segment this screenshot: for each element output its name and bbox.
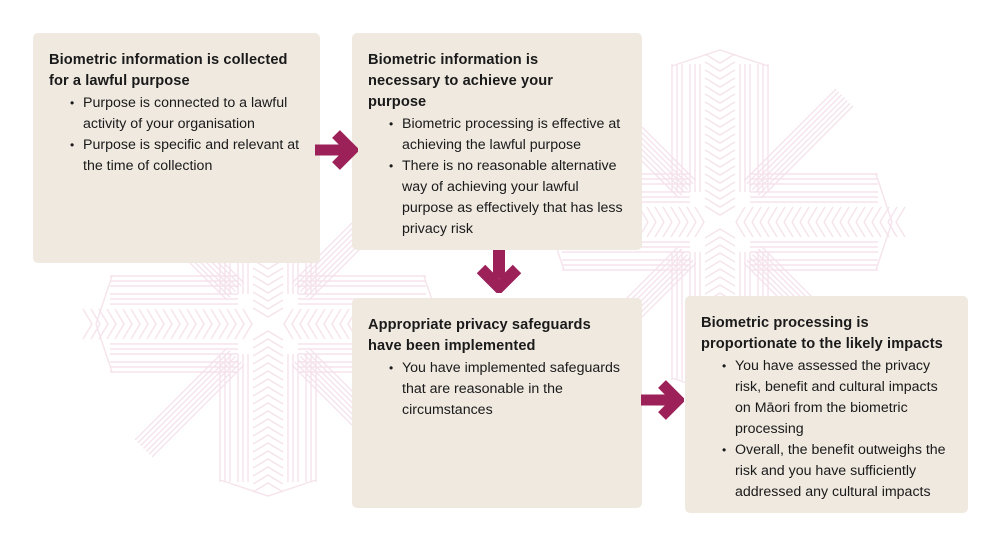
arrow-right-icon: [315, 130, 358, 170]
flow-step-safeguards: Appropriate privacy safeguards have been…: [352, 298, 642, 508]
flow-step-proportionate: Biometric processing is proportionate to…: [685, 296, 968, 513]
arrow-down-icon: [476, 250, 522, 293]
bullet-item: You have assessed the privacy risk, bene…: [722, 356, 954, 440]
step-title: Biometric processing is proportionate to…: [701, 315, 943, 352]
step-title: Appropriate privacy safeguards have been…: [368, 317, 591, 354]
bullet-item: There is no reasonable alternative way o…: [389, 156, 628, 240]
flow-step-necessary: Biometric information is necessary to ac…: [352, 33, 642, 250]
step-title: Biometric information is necessary to ac…: [368, 52, 554, 110]
bullet-item: Overall, the benefit outweighs the risk …: [722, 440, 954, 503]
step-bullet-list: Purpose is connected to a lawful activit…: [49, 93, 306, 177]
step-bullet-list: You have implemented safeguards that are…: [368, 358, 628, 421]
flow-step-lawful-purpose: Biometric information is collected for a…: [33, 33, 320, 263]
arrow-right-icon: [641, 380, 684, 420]
step-bullet-list: Biometric processing is effective at ach…: [368, 114, 628, 240]
step-bullet-list: You have assessed the privacy risk, bene…: [701, 356, 954, 503]
bullet-item: Purpose is specific and relevant at the …: [70, 135, 306, 177]
bullet-item: Biometric processing is effective at ach…: [389, 114, 628, 156]
bullet-item: You have implemented safeguards that are…: [389, 358, 628, 421]
bullet-item: Purpose is connected to a lawful activit…: [70, 93, 306, 135]
step-title: Biometric information is collected for a…: [49, 52, 288, 89]
